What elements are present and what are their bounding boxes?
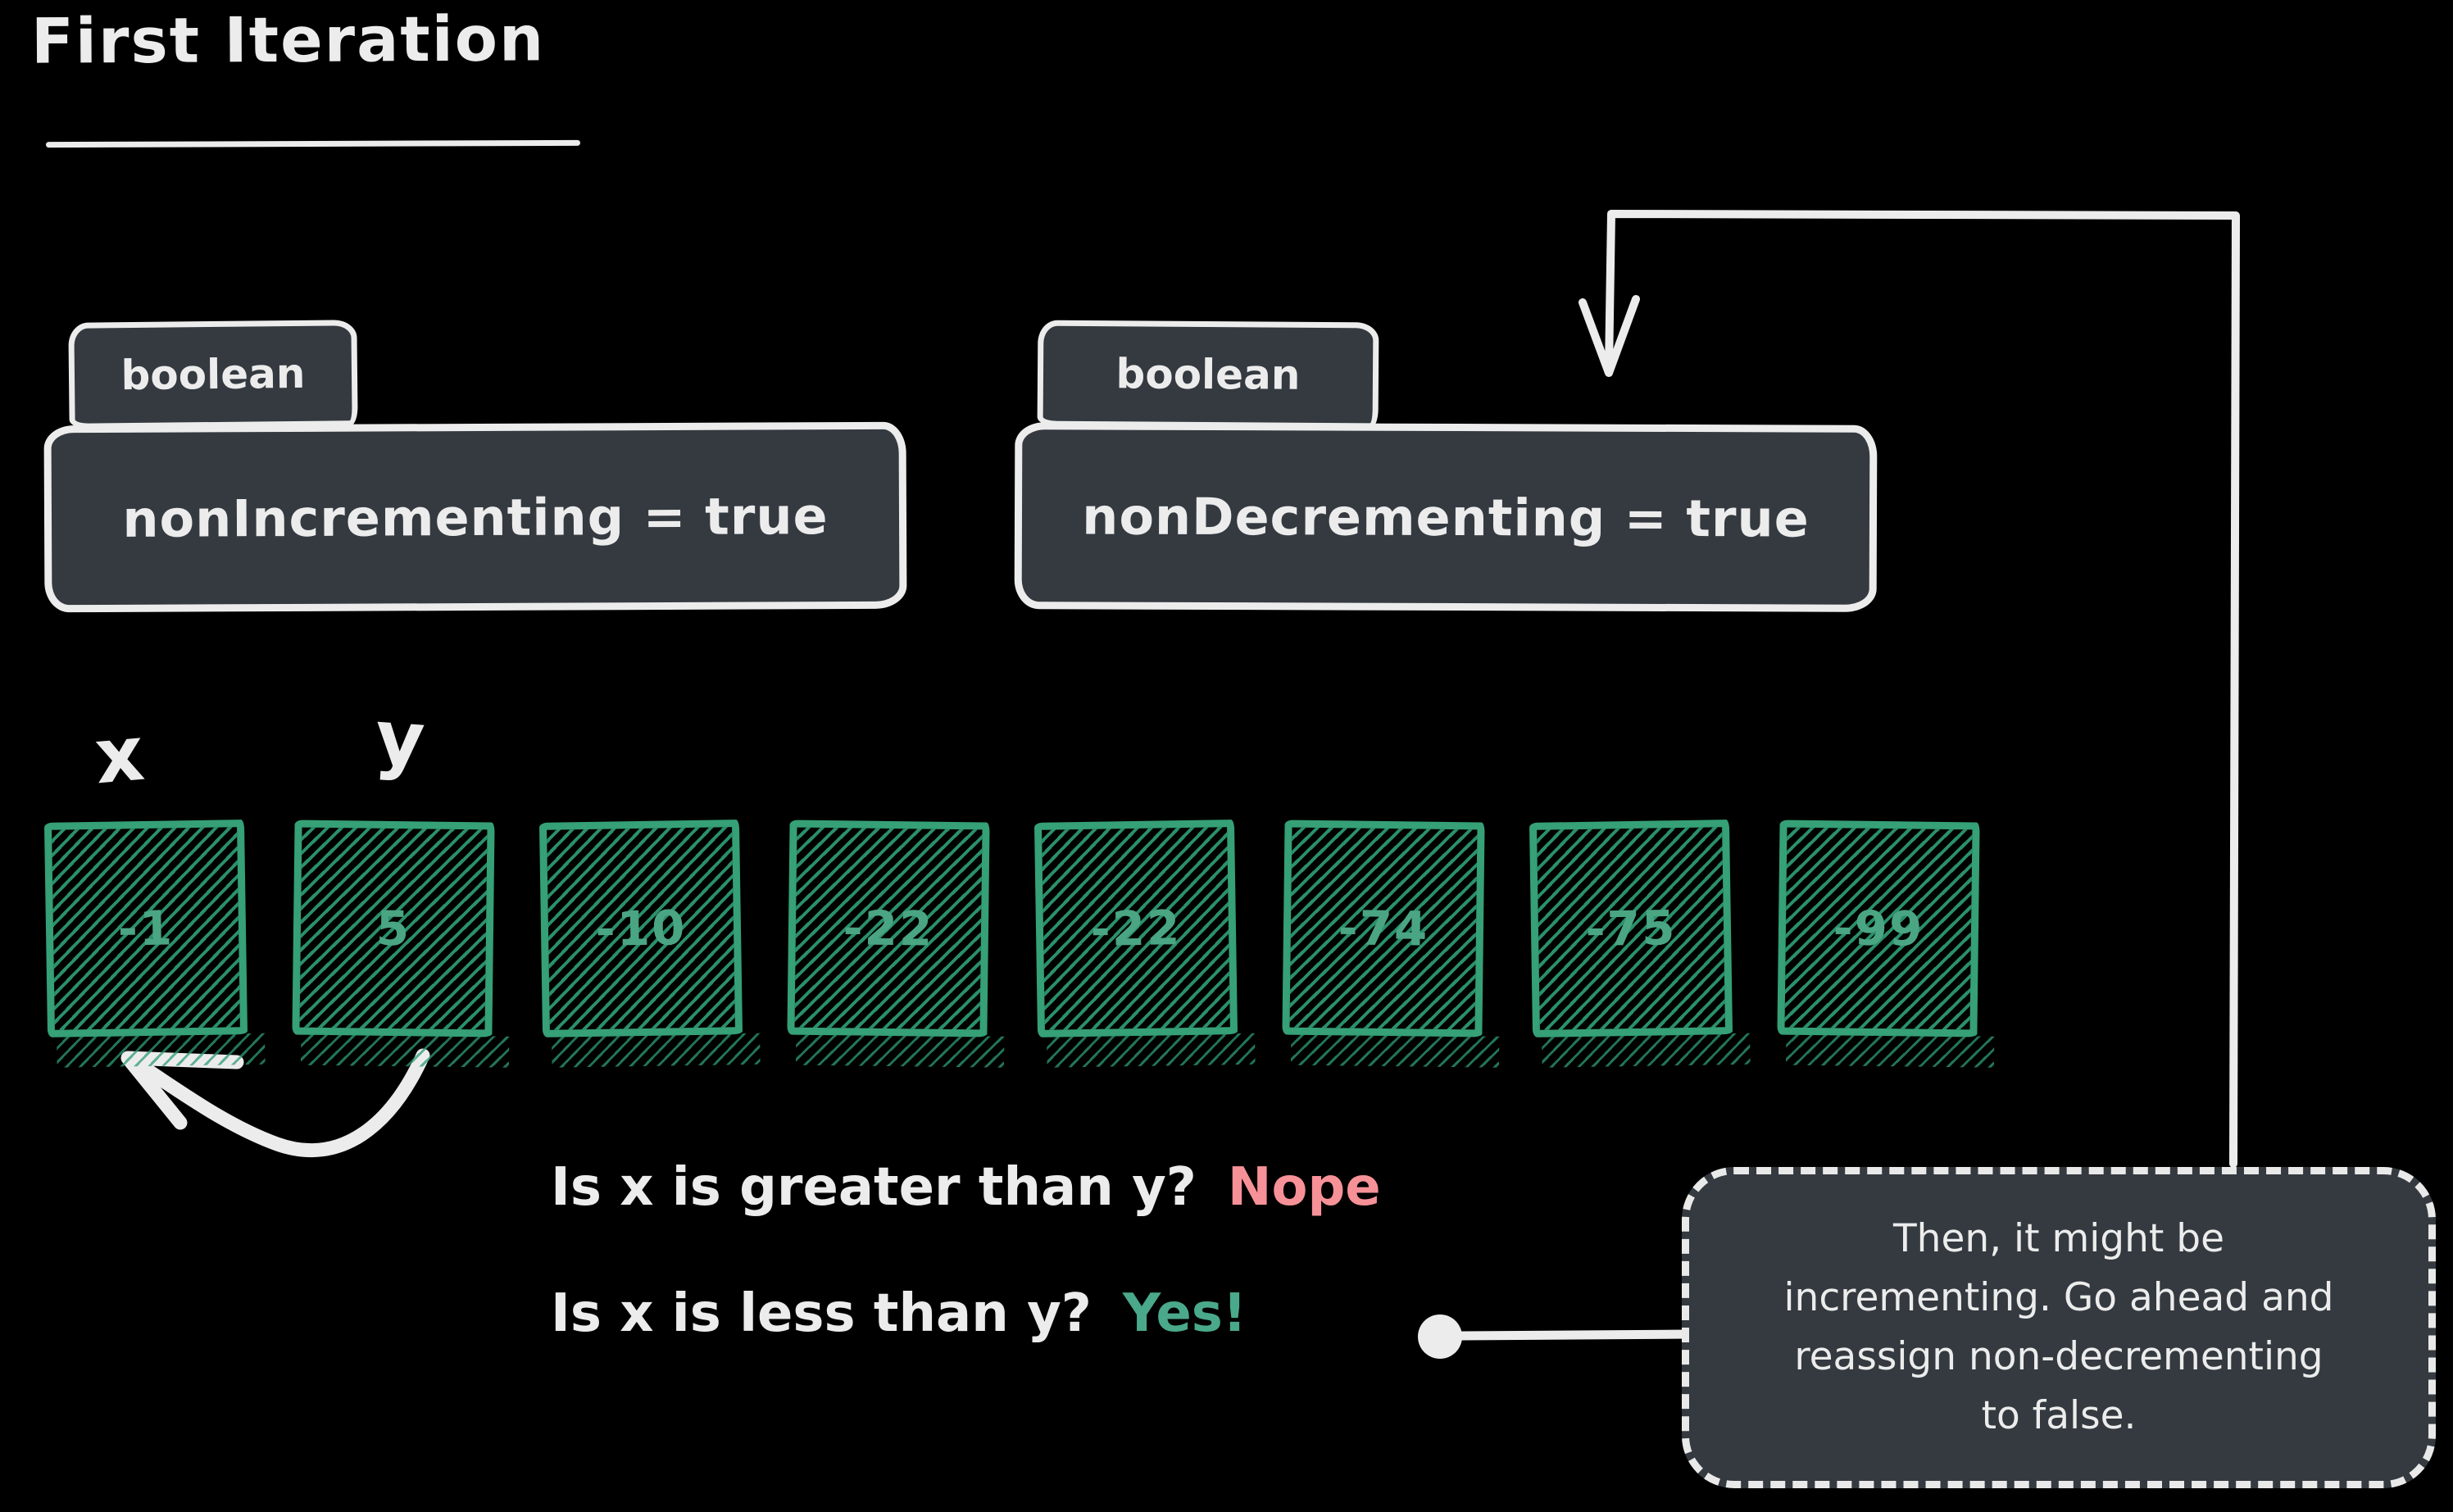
array-cell-value: -75 [1585, 900, 1677, 957]
question-less-than: Is x is less than y? Yes! [551, 1283, 1247, 1344]
array-cell-value: -74 [1338, 900, 1429, 957]
callout-connector-dot [1418, 1314, 1462, 1359]
array-cell-6: -75 [1529, 820, 1733, 1038]
callout-line: Then, it might be [1892, 1216, 2225, 1261]
type-tag-label: boolean [120, 349, 306, 400]
array-cell-7: -99 [1777, 820, 1980, 1038]
pointer-label-x: x [91, 709, 148, 801]
callout-line: incrementing. Go ahead and [1783, 1275, 2334, 1320]
callout-note: Then, it might be incrementing. Go ahead… [1682, 1167, 2436, 1488]
array-cell-5: -74 [1282, 820, 1485, 1038]
callout-line: to false. [1981, 1393, 2137, 1438]
variable-declaration: nonIncrementing = true [122, 485, 829, 549]
type-tag-label: boolean [1115, 350, 1301, 399]
type-tag-boolean-1: boolean [68, 320, 358, 429]
array-cell-2: -10 [538, 820, 743, 1038]
swap-curved-arrow [129, 1048, 430, 1158]
array-cell-4: -22 [1033, 820, 1238, 1038]
variable-box-nonincrementing: nonIncrementing = true [43, 421, 907, 613]
question-greater-than: Is x is greater than y? Nope [551, 1157, 1381, 1218]
page-title: First Iteration [30, 2, 546, 78]
array-cell-value: -22 [1090, 900, 1182, 957]
callout-connector-line [1457, 1329, 1693, 1341]
answer-nope: Nope [1227, 1157, 1381, 1218]
array-cell-value: -22 [843, 900, 934, 957]
array-cell-value: -10 [595, 900, 687, 957]
question-text: Is x is greater than y? [551, 1157, 1197, 1218]
question-text: Is x is less than y? [551, 1283, 1092, 1344]
variable-box-nondecrementing: nonDecrementing = true [1014, 422, 1878, 612]
callout-line: reassign non-decrementing [1794, 1334, 2324, 1379]
array-cell-value: -99 [1833, 900, 1924, 957]
answer-yes: Yes! [1122, 1283, 1247, 1344]
type-tag-boolean-2: boolean [1037, 320, 1379, 429]
reassign-arrowhead-icon [1579, 295, 1640, 377]
array-cell-value: -1 [117, 900, 175, 957]
array-cell-1: 5 [292, 820, 495, 1038]
title-underline [45, 139, 581, 148]
array-cell-3: -22 [787, 820, 990, 1038]
array-cell-value: 5 [375, 900, 411, 957]
swap-arrowhead-icon [120, 1051, 244, 1130]
pointer-label-y: y [372, 693, 428, 784]
variable-declaration: nonDecrementing = true [1082, 485, 1810, 549]
array-cell-0: -1 [43, 820, 248, 1038]
